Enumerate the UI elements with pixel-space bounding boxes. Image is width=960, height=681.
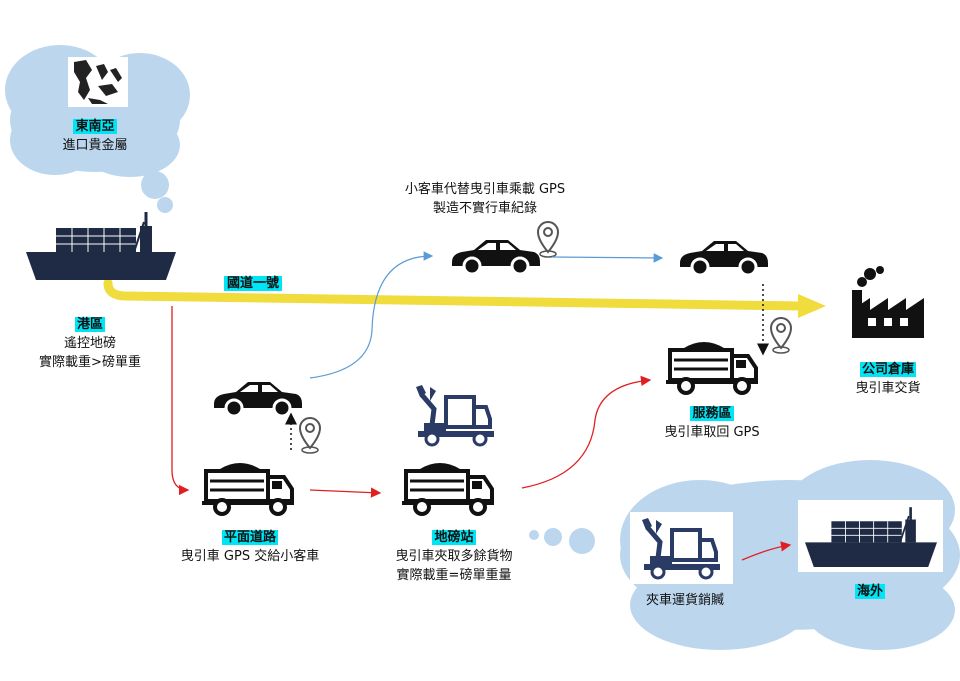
weigh-station-title: 地磅站 bbox=[432, 530, 476, 545]
warehouse-title: 公司倉庫 bbox=[859, 362, 916, 377]
overseas-ship-panel bbox=[798, 500, 943, 572]
service-area-title: 服務區 bbox=[690, 406, 734, 421]
weigh-station-label: 地磅站 曳引車夾取多餘貨物 實際載重=磅單重量 bbox=[374, 528, 534, 585]
truck-surface-road bbox=[196, 453, 300, 519]
southeast-asia-label: 東南亞 進口貴金屬 bbox=[55, 117, 135, 155]
national-highway-title: 國道一號 bbox=[223, 276, 282, 291]
red-arrow-to-overseas bbox=[741, 541, 792, 561]
overseas-title: 海外 bbox=[854, 584, 885, 599]
southeast-asia-map-image bbox=[68, 57, 128, 107]
southeast-asia-title: 東南亞 bbox=[73, 119, 117, 134]
overseas-label: 海外 bbox=[830, 582, 910, 601]
warehouse-desc: 曳引車交貨 bbox=[855, 381, 921, 396]
red-arrow-road-to-weigh bbox=[309, 487, 382, 498]
gps-pin-icon bbox=[537, 221, 559, 258]
car-surface-road bbox=[212, 380, 304, 418]
forklift-overseas-panel bbox=[630, 512, 733, 584]
forklift-weigh-station bbox=[416, 385, 494, 445]
port-desc-2: 實際載重>磅單重 bbox=[39, 355, 141, 370]
warehouse-label: 公司倉庫 曳引車交貨 bbox=[838, 360, 938, 398]
car-highway-exit bbox=[678, 239, 770, 277]
blue-arrow-car-to-highway bbox=[309, 251, 434, 379]
surface-road-title: 平面道路 bbox=[221, 530, 278, 545]
weigh-station-desc-1: 曳引車夾取多餘貨物 bbox=[395, 549, 513, 564]
company-factory-icon bbox=[845, 265, 933, 345]
blue-arrow-highway-travel bbox=[551, 253, 664, 263]
surface-road-label: 平面道路 曳引車 GPS 交給小客車 bbox=[165, 528, 335, 566]
service-area-label: 服務區 曳引車取回 GPS bbox=[642, 404, 782, 442]
port-label: 港區 遙控地磅 實際載重>磅單重 bbox=[20, 315, 160, 372]
port-title: 港區 bbox=[74, 317, 105, 332]
weigh-station-desc-2: 實際載重=磅單重量 bbox=[396, 568, 512, 583]
forklift-sales-label: 夾車運貨銷贓 bbox=[630, 591, 740, 610]
car-highway-entry bbox=[450, 238, 542, 276]
highway-label: 國道一號 bbox=[218, 274, 288, 293]
service-area-desc: 曳引車取回 GPS bbox=[664, 425, 760, 440]
port-cargo-ship bbox=[24, 210, 178, 282]
car-swap-line-2: 製造不實行車紀錄 bbox=[432, 201, 537, 216]
surface-road-desc: 曳引車 GPS 交給小客車 bbox=[180, 549, 320, 564]
truck-weigh-station bbox=[396, 453, 500, 519]
red-arrow-weigh-to-service bbox=[521, 375, 652, 489]
highway-arrowhead bbox=[798, 294, 826, 318]
national-highway-arrow bbox=[103, 278, 805, 311]
port-desc-1: 遙控地磅 bbox=[63, 336, 116, 351]
car-swap-line-1: 小客車代替曳引車乘載 GPS bbox=[404, 182, 566, 197]
forklift-sales-text: 夾車運貨銷贓 bbox=[645, 593, 724, 608]
gps-pin-icon bbox=[770, 317, 792, 354]
southeast-asia-desc: 進口貴金屬 bbox=[62, 138, 128, 153]
truck-service-area bbox=[660, 332, 764, 398]
car-swap-label: 小客車代替曳引車乘載 GPS 製造不實行車紀錄 bbox=[385, 180, 585, 218]
gps-pin-icon bbox=[299, 417, 321, 454]
red-arrow-port-to-road bbox=[171, 306, 190, 496]
